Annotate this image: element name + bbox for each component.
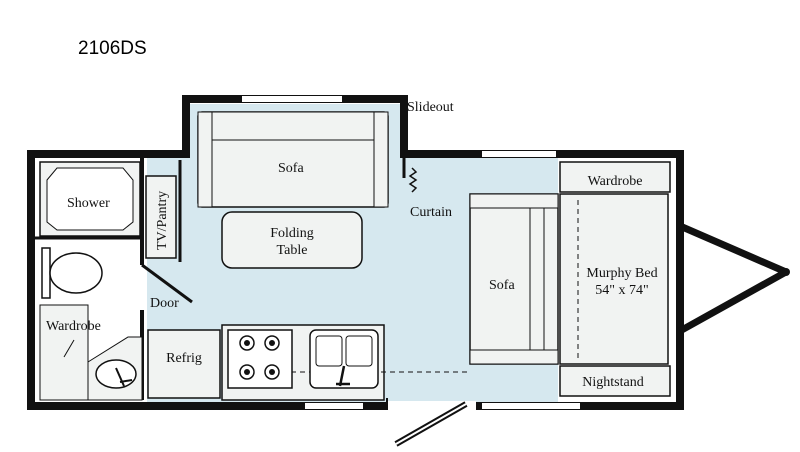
curtain-label: Curtain [410,205,452,220]
slideout-label: Slideout [407,100,454,115]
bath-wardrobe [39,304,89,401]
slideout-sofa-label: Sofa [278,161,304,176]
burner-4-inner [269,369,275,375]
front-wardrobe-label: Wardrobe [588,174,643,189]
slideout-sofa-arm-right [373,111,389,208]
front-wardrobe [559,161,671,193]
front-sofa-arm-top [469,193,559,209]
murphy-bed-label-line1: Murphy Bed [586,266,657,281]
refrigerator [147,329,221,399]
wardrobe-arrow [63,339,75,358]
refrig-label: Refrig [166,351,202,366]
galley-faucet [336,365,350,387]
galley-sink-basin-right [345,335,373,367]
burner-3-inner [244,369,250,375]
front-sofa [469,193,559,365]
nightstand [559,365,671,397]
shower-pan [46,167,134,231]
murphy-bed-label-line2: 54" x 74" [595,283,648,298]
bath-wardrobe-label: Wardrobe [46,319,101,334]
bath-sink [95,359,137,389]
stovetop [227,329,293,389]
folding-table [221,211,363,269]
burner-2-inner [269,340,275,346]
exterior-wall [27,95,684,410]
window-curbside-right [482,403,580,409]
entry-door-inner [395,403,467,445]
window-curbside-left [305,403,363,409]
folding-table-label-line1: Folding [270,226,314,241]
galley-sink-basin-left [315,335,343,367]
shower-label: Shower [67,196,110,211]
window-front-right [482,151,556,157]
entry-door-gap [388,401,476,411]
folding-table-label-line2: Table [277,243,308,258]
model-title: 2106DS [78,38,147,59]
burner-1-inner [244,340,250,346]
window-slideout [242,96,342,102]
toilet-tank [41,247,51,299]
slideout-sofa-arm-left [197,111,213,208]
curtain-icon [408,167,418,193]
front-sofa-label: Sofa [489,278,515,293]
door-leaf [141,263,193,304]
door-label: Door [150,296,179,311]
nightstand-label: Nightstand [582,375,643,390]
tv-pantry [145,175,177,259]
bath-faucet [115,367,133,387]
slideout-sofa-back [197,111,389,141]
front-sofa-arm-bottom [469,349,559,365]
toilet-bowl [49,252,103,294]
hitch [678,222,790,335]
hitch-coupler [782,268,790,276]
tv-pantry-label: TV/Pantry [155,191,170,250]
